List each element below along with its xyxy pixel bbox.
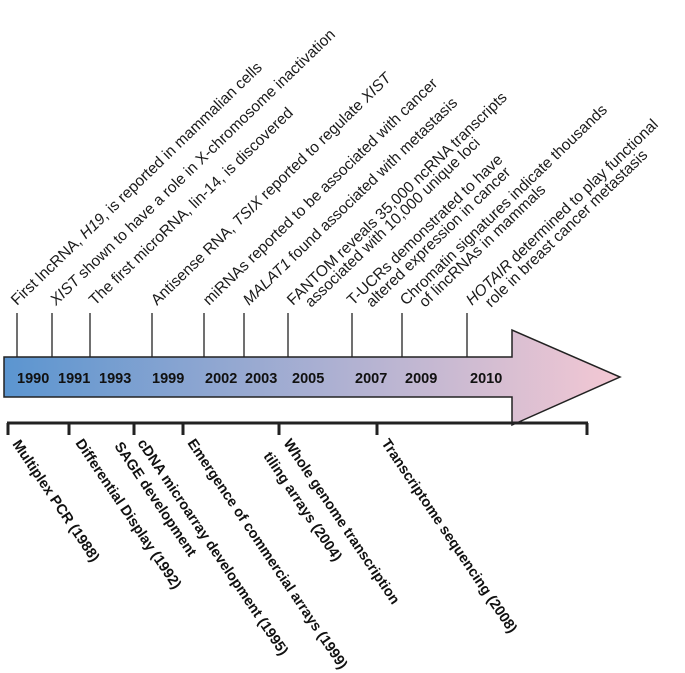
- year-label: 2002: [205, 371, 237, 387]
- timeline-arrow: [3, 328, 622, 427]
- year-label: 1990: [17, 371, 49, 387]
- year-label: 1993: [99, 371, 131, 387]
- year-label: 2007: [355, 371, 387, 387]
- year-label: 2003: [245, 371, 277, 387]
- technology-labels: Multiplex PCR (1988) Differential Displa…: [9, 436, 520, 672]
- event-labels: First lncRNA, H19, is reported in mammal…: [8, 26, 662, 311]
- year-label: 1991: [58, 371, 90, 387]
- year-label: 2005: [292, 371, 324, 387]
- technology-label: Transcriptome sequencing (2008): [378, 436, 520, 636]
- year-label: 2010: [470, 371, 502, 387]
- year-label: 1999: [152, 371, 184, 387]
- year-labels: 1990 1991 1993 1999 2002 2003 2005 2007 …: [17, 371, 502, 387]
- technology-axis: [6, 421, 589, 435]
- technology-label: Whole genome transcription: [280, 436, 403, 607]
- year-label: 2009: [405, 371, 437, 387]
- event-ticks: [16, 313, 468, 357]
